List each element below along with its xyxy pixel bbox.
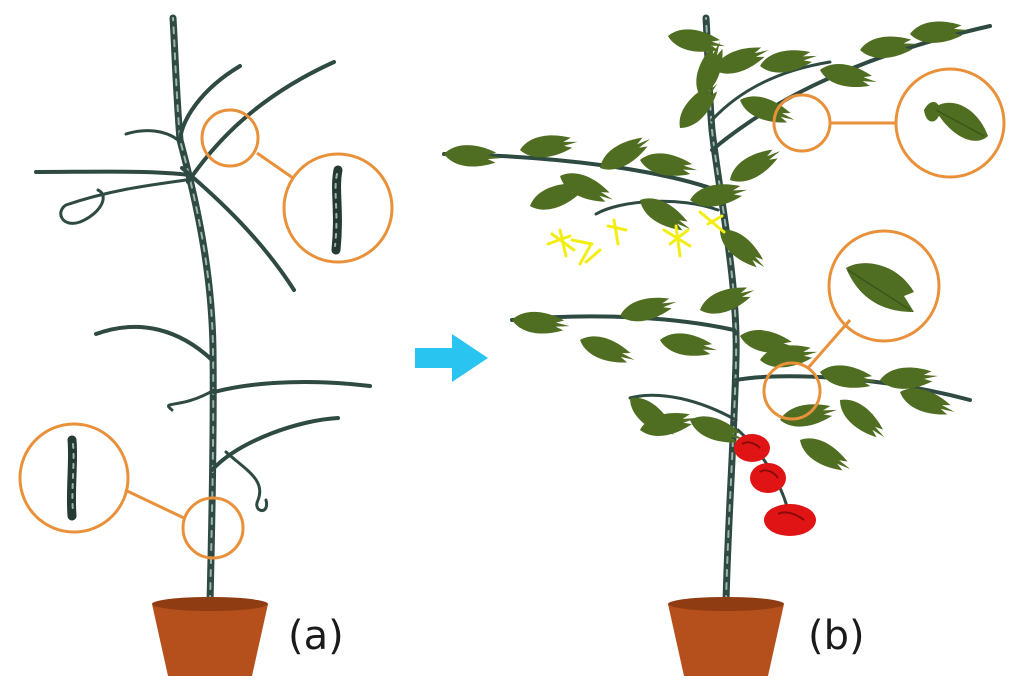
callout-lower-leaf-circle [762,361,822,421]
branch-a1 [178,64,242,142]
branch-a3 [124,129,180,142]
callout-upper-leaf-circle [772,93,832,153]
flowers [546,210,726,266]
callout-lower-leaf-zoom [827,229,941,343]
panel-a-plant [18,14,394,676]
panel-a-callouts [18,108,394,560]
callout-lower-stem-zoom [18,422,130,534]
leaf-zoom-detail-lower [846,263,914,312]
callout-lower-stem-circle [181,496,245,560]
tomato-2 [750,463,786,493]
panel-b-plant [442,14,1006,676]
branch-a10 [210,416,340,472]
stem-zoom-detail-lower [66,435,78,521]
branch-a7 [94,324,214,362]
panel-b-leaves [443,19,969,479]
tomato-1 [734,434,770,462]
branch-a8 [167,388,216,412]
panel-a-stems [34,14,372,606]
leaf-zoom-detail-upper [924,101,988,141]
pot-b [668,597,784,676]
branch-a4 [34,169,192,177]
panel-a-label: (a) [288,613,344,659]
callout-upper-leaf-zoom [894,67,1006,179]
branch-a5 [59,178,188,225]
pot-a [152,597,268,676]
panel-b-callouts [762,67,1006,421]
panel-b-label: (b) [808,613,865,659]
branch-a6 [180,166,296,292]
branch-a2 [186,60,336,184]
callout-upper-stem-circle [200,108,260,168]
stem-zoom-detail-upper [331,165,343,255]
tomato-fruits [734,434,816,536]
right-arrow-icon [415,334,488,382]
branch-a9 [212,380,372,394]
tomato-3 [764,504,816,536]
branch-a11 [224,450,269,512]
callout-upper-stem-zoom [282,152,394,264]
